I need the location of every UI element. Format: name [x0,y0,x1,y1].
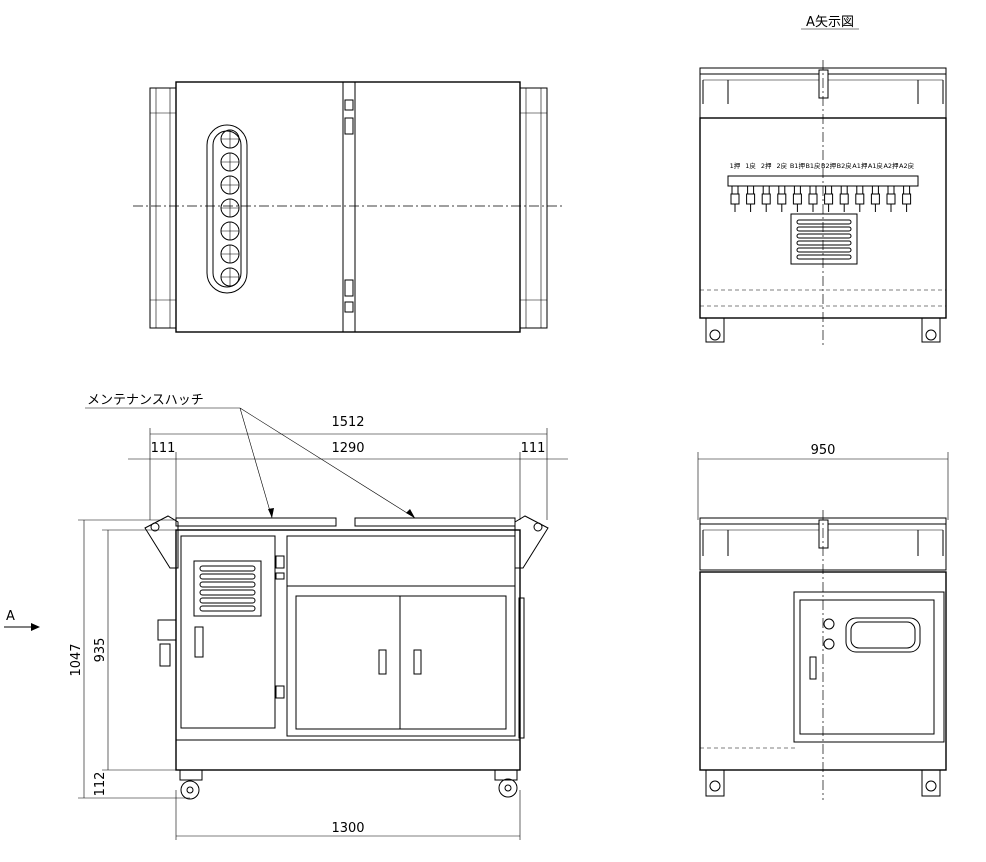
louver-slot [796,240,852,246]
port-fitting-icon [777,185,787,212]
port-fitting-icon [855,185,865,212]
louver-slot [199,597,256,604]
dim-overall-width: 1512 [331,415,364,430]
gauge-icon [220,267,240,287]
louver-slot [796,247,852,253]
port-fitting-icon [870,185,880,212]
gauge-icon [220,129,240,149]
hatch-callout-label: メンテナンスハッチ [87,393,204,408]
side-view: 950 [697,443,949,800]
front-view: メンテナンスハッチ 1512 1290 111 111 [4,393,568,840]
port-label: 2戻 [776,161,787,170]
dim-caster-span: 1300 [331,821,364,836]
dim-height-body: 935 [93,638,108,663]
louver-slot [199,581,256,588]
port-fitting-icon [792,185,802,212]
dim-side-depth: 950 [811,443,836,458]
louver-slot [796,226,852,232]
port-fitting-icon [746,185,756,212]
dim-height-total: 1047 [69,643,84,676]
dim-inner-width: 1290 [331,441,364,456]
port-label: A2押 [883,161,899,170]
arrow-a-label: A [6,609,15,624]
port-label: B2押 [821,161,837,170]
port-fitting-icon [824,185,834,212]
gauge-row [220,129,240,287]
port-label: B1押 [790,161,806,170]
port-label: 1押 [730,161,741,170]
port-label: B2戻 [837,161,853,170]
gauge-icon [220,244,240,264]
port-fitting-icon [839,185,849,212]
port-fitting-icon [761,185,771,212]
port-label: A1押 [852,161,868,170]
port-fitting-icon [886,185,896,212]
louver-slot [199,605,256,612]
port-label: 1戻 [745,161,756,170]
louver-slot [199,589,256,596]
port-fitting-icon [730,185,740,212]
louver-slot [199,573,256,580]
port-fitting-icon [902,185,912,212]
port-label: A1戻 [868,161,884,170]
port-fitting-icon [808,185,818,212]
port-label: B1戻 [805,161,821,170]
gauge-icon [220,175,240,195]
gauge-icon [220,152,240,172]
louver-slot [796,254,852,260]
dim-right-overhang: 111 [521,441,546,456]
port-label: A2戻 [899,161,915,170]
dim-left-overhang: 111 [151,441,176,456]
louver-slot [796,233,852,239]
port-label: 2押 [761,161,772,170]
dim-height-base: 112 [93,772,108,797]
gauge-icon [220,198,240,218]
louver-slot [796,219,852,225]
view-a-title: A矢示図 [806,15,854,30]
top-view [133,81,565,333]
louver-slot [199,565,256,572]
gauge-icon [220,221,240,241]
